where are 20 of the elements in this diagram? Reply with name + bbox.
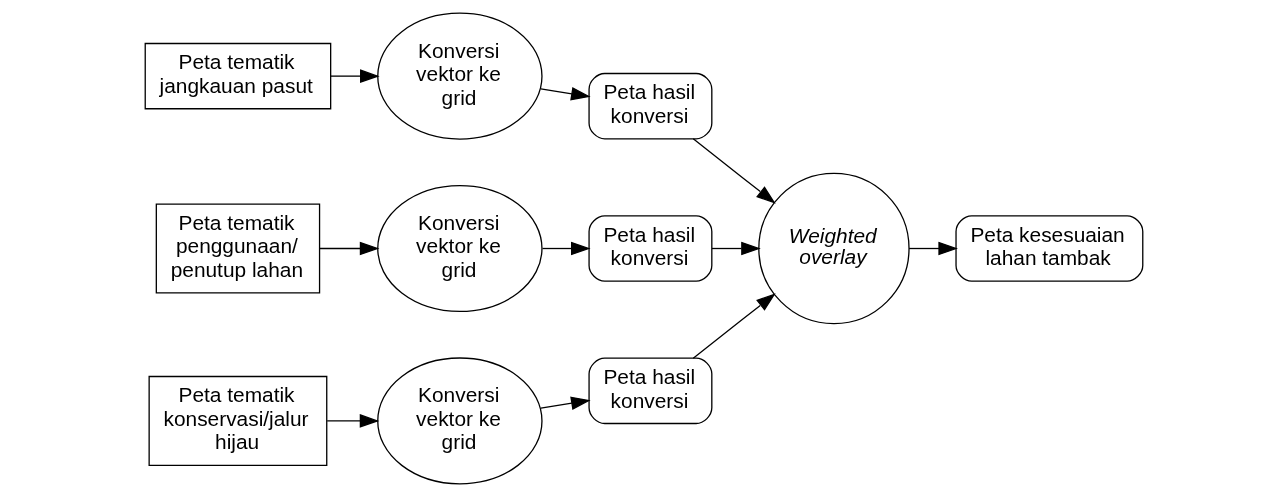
node-ellipse: Konversi vektor ke grid [377,184,543,313]
arrow [319,241,380,256]
node-box: Peta hasil konversi [588,215,713,282]
arrow [711,241,761,256]
arrow [692,138,776,204]
node-box: Peta tematik penggunaan/ penutup lahan [155,203,321,294]
arrow [326,414,380,428]
node-box: Peta kesesuaian lahan tambak [955,215,1144,282]
node-box: Peta hasil konversi [588,357,713,425]
arrow [692,293,776,359]
arrow [541,241,591,256]
node-box: Peta tematik konservasi/jalur hijau [148,375,328,466]
node-box: Peta hasil konversi [588,72,713,140]
node-ellipse: Konversi vektor ke grid [377,12,543,140]
arrow [330,69,380,83]
arrow [540,396,591,411]
node-box: Peta tematik jangkauan pasut [144,42,332,110]
node-ellipse: Konversi vektor ke grid [377,357,543,485]
arrow [540,86,591,101]
arrow [908,241,958,256]
